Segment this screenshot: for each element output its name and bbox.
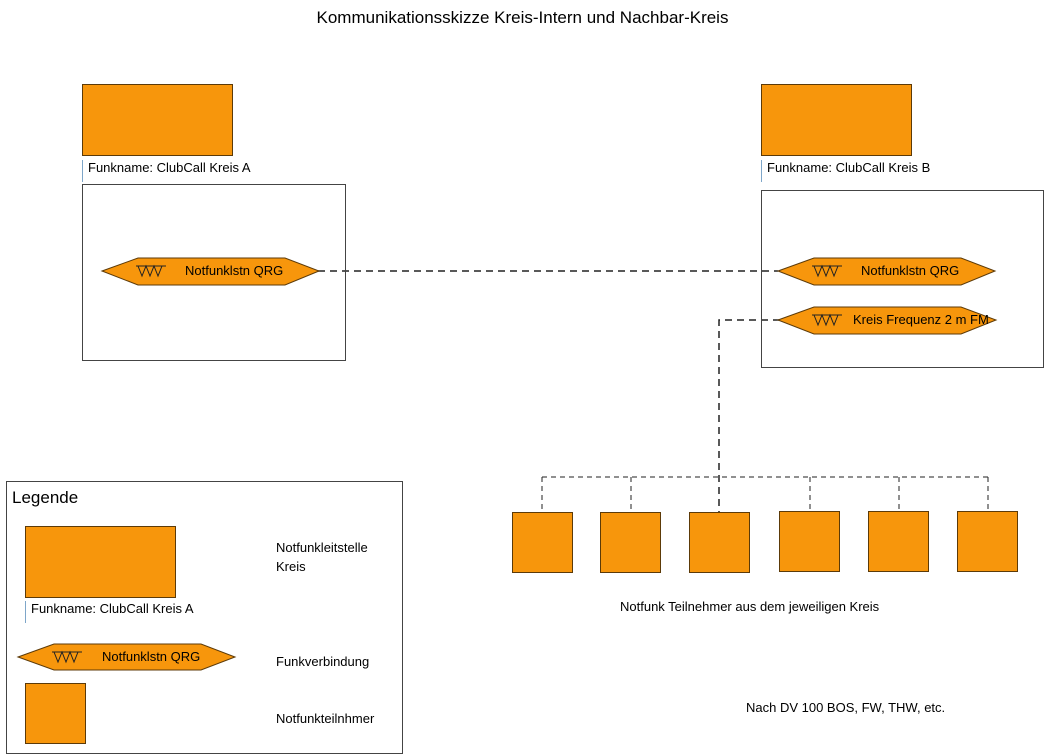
station-b-block	[761, 84, 912, 156]
legend-frame	[6, 481, 403, 754]
participant-box	[689, 512, 750, 573]
station-a-block	[82, 84, 233, 156]
participant-box	[779, 511, 840, 572]
station-a-connection-label: Notfunklstn QRG	[185, 263, 284, 278]
link-b-to-participants	[718, 319, 780, 512]
legend-station-funkname: Funkname: ClubCall Kreis A	[25, 601, 194, 623]
wave-icon	[813, 264, 842, 278]
standard-note: Nach DV 100 BOS, FW, THW, etc.	[746, 700, 946, 715]
legend-station-block	[25, 526, 176, 598]
wave-icon	[813, 313, 842, 327]
station-b-district-frequency-label: Kreis Frequenz 2 m FM	[853, 312, 989, 327]
station-b-funkname: Funkname: ClubCall Kreis B	[761, 160, 930, 182]
hex-district-frequency	[776, 306, 998, 335]
station-a-funkname: Funkname: ClubCall Kreis A	[82, 160, 251, 182]
station-a-frame	[82, 184, 346, 361]
participant-box	[868, 511, 929, 572]
hex-legend	[16, 643, 237, 671]
station-b-connection-label: Notfunklstn QRG	[861, 263, 960, 278]
legend-title: Legende	[12, 488, 79, 507]
diagram-title: Kommunikationsskizze Kreis-Intern und Na…	[316, 8, 729, 27]
legend-connection-description: Funkverbindung	[276, 654, 370, 669]
legend-connection-label: Notfunklstn QRG	[102, 649, 201, 664]
legend-participant-box	[25, 683, 86, 744]
participants-caption: Notfunk Teilnehmer aus dem jeweiligen Kr…	[620, 599, 880, 614]
wave-icon	[137, 264, 166, 278]
wave-icon	[53, 650, 82, 664]
hex-station-a	[100, 257, 321, 286]
participant-box	[957, 511, 1018, 572]
participant-box	[600, 512, 661, 573]
station-b-frame	[761, 190, 1044, 368]
participant-box	[512, 512, 573, 573]
legend-participant-description: Notfunkteilnhmer	[276, 711, 375, 726]
legend-station-description: Notfunkleitstelle Kreis	[276, 540, 368, 574]
hex-station-b	[776, 257, 997, 286]
